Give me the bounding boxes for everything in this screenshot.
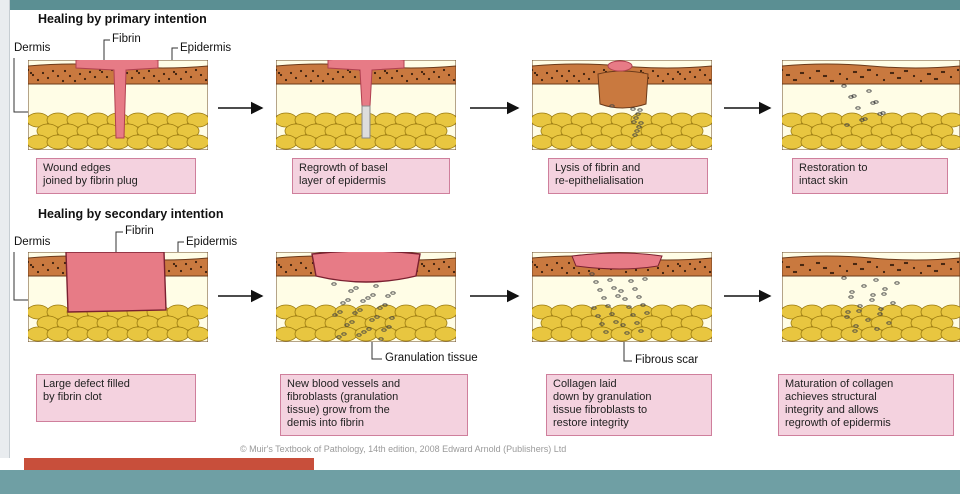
caption-secondary-3: Collagen laid down by granulation tissue… xyxy=(546,374,712,436)
caption-secondary-2: New blood vessels and fibroblasts (granu… xyxy=(280,374,468,436)
caption-primary-1: Wound edges joined by fibrin plug xyxy=(36,158,196,194)
caption-secondary-4: Maturation of collagen achieves structur… xyxy=(778,374,954,436)
caption-secondary-1: Large defect filled by fibrin clot xyxy=(36,374,196,422)
bottom-band xyxy=(0,470,960,494)
caption-primary-3: Lysis of fibrin and re-epithelialisation xyxy=(548,158,708,194)
caption-primary-4: Restoration to intact skin xyxy=(792,158,948,194)
caption-primary-2: Regrowth of basel layer of epidermis xyxy=(292,158,450,194)
credit-line: © Muir's Textbook of Pathology, 14th edi… xyxy=(240,444,566,454)
